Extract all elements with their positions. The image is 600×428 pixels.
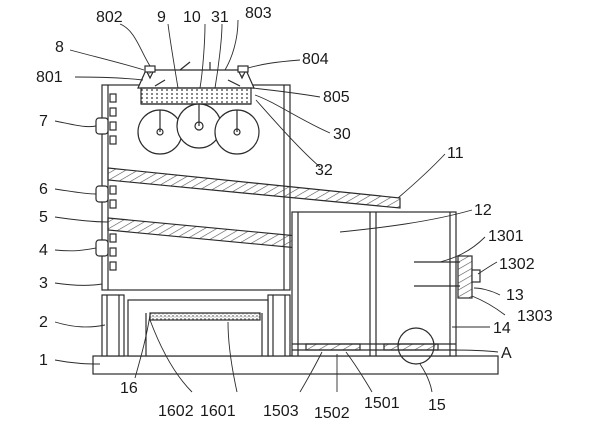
label-1602: 1602 <box>158 403 194 420</box>
label-1601: 1601 <box>200 403 236 420</box>
label-11: 11 <box>447 145 464 162</box>
side-agitator <box>414 255 481 299</box>
label-1303: 1303 <box>517 308 553 325</box>
label-1501: 1501 <box>364 395 400 412</box>
label-5: 5 <box>39 209 48 226</box>
base-plate <box>92 355 499 375</box>
label-10: 10 <box>183 9 201 26</box>
inclined-screen-upper <box>107 167 401 209</box>
label-6: 6 <box>39 181 48 198</box>
label-9: 9 <box>157 9 166 26</box>
label-804: 804 <box>302 51 329 68</box>
label-8: 8 <box>55 39 64 56</box>
support-legs <box>101 294 291 357</box>
drain-valves <box>305 327 439 365</box>
label-3: 3 <box>39 275 48 292</box>
label-1301: 1301 <box>488 228 524 245</box>
label-13: 13 <box>506 287 524 304</box>
part-labels: 802 9 10 31 803 8 804 801 805 7 30 11 32… <box>36 5 553 422</box>
leader-lines <box>54 19 506 393</box>
label-802: 802 <box>96 9 123 26</box>
settling-tanks <box>291 211 457 357</box>
label-1502: 1502 <box>314 405 350 422</box>
label-1: 1 <box>39 352 48 369</box>
label-805: 805 <box>323 89 350 106</box>
label-7: 7 <box>39 113 48 130</box>
label-803: 803 <box>245 5 272 22</box>
label-31: 31 <box>211 9 229 26</box>
collection-drawer <box>127 299 269 357</box>
feed-hopper <box>137 61 255 105</box>
spray-nozzles <box>95 93 117 271</box>
crushing-rollers <box>137 103 260 155</box>
label-30: 30 <box>333 126 351 143</box>
label-2: 2 <box>39 314 48 331</box>
label-16: 16 <box>120 380 138 397</box>
label-1503: 1503 <box>263 403 299 420</box>
label-14: 14 <box>493 320 511 337</box>
label-A: A <box>501 345 512 362</box>
label-12: 12 <box>474 202 492 219</box>
label-32: 32 <box>315 162 333 179</box>
label-1302: 1302 <box>499 256 535 273</box>
label-15: 15 <box>428 397 446 414</box>
label-801: 801 <box>36 69 63 86</box>
label-4: 4 <box>39 242 48 259</box>
